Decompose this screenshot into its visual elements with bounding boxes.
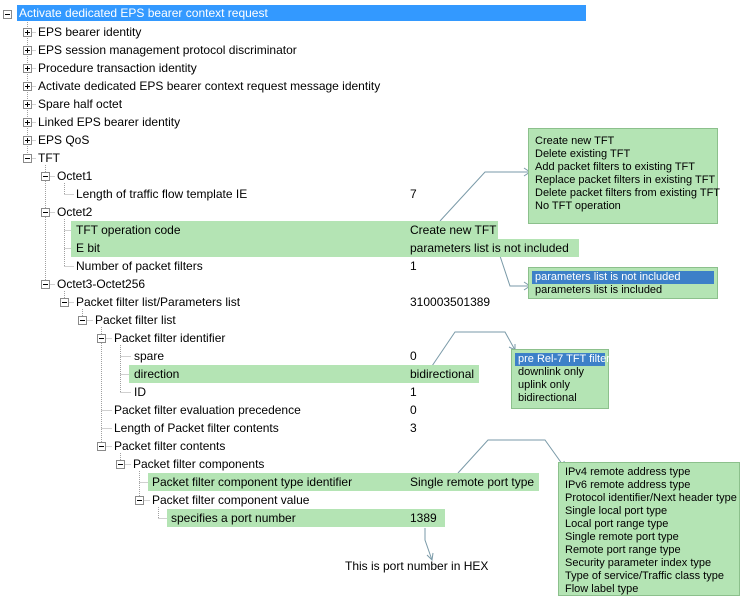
value-spare: 0 (410, 349, 417, 363)
ebit-option: parameters list is included (535, 284, 663, 296)
callout-component-type-options: IPv4 remote address type IPv6 remote add… (558, 462, 740, 596)
comp-type-option: Type of service/Traffic class type (565, 570, 724, 582)
value-e-bit: parameters list is not included (410, 241, 569, 255)
collapse-icon-packet-filter-contents[interactable] (97, 442, 106, 451)
collapse-icon-octet2[interactable] (41, 208, 50, 217)
tree-item-evaluation-precedence[interactable]: Packet filter evaluation precedence (114, 403, 301, 417)
value-evaluation-precedence: 0 (410, 403, 417, 417)
comp-type-option: Security parameter index type (565, 557, 712, 569)
comp-type-option: Single remote port type (565, 531, 679, 543)
direction-option: bidirectional (518, 392, 577, 404)
tree-item-tft-operation-code[interactable]: TFT operation code (76, 223, 181, 237)
tree-item-port-number[interactable]: specifies a port number (171, 511, 296, 525)
ebit-option-selected: parameters list is not included (532, 271, 714, 284)
tree-item-eps-bearer-identity[interactable]: EPS bearer identity (38, 25, 142, 39)
collapse-icon-packet-filter-list[interactable] (78, 316, 87, 325)
expand-icon-eps-qos[interactable] (23, 136, 32, 145)
tree-item-packet-filter-identifier[interactable]: Packet filter identifier (114, 331, 226, 345)
tree-item-tft[interactable]: TFT (38, 151, 60, 165)
direction-option: uplink only (518, 379, 570, 391)
direction-option-selected: pre Rel-7 TFT filter (515, 353, 610, 366)
direction-highlight (129, 365, 479, 383)
tree-item-direction[interactable]: direction (134, 367, 180, 381)
collapse-icon-packet-filter-identifier[interactable] (97, 334, 106, 343)
tree-item-message-identity[interactable]: Activate dedicated EPS bearer context re… (38, 79, 381, 93)
tree-root[interactable]: Activate dedicated EPS bearer context re… (17, 5, 586, 21)
comp-type-option: Flow label type (565, 583, 639, 595)
callout-direction-options: pre Rel-7 TFT filter downlink only uplin… (511, 349, 610, 409)
tree-item-packet-filter-contents[interactable]: Packet filter contents (114, 439, 226, 453)
collapse-icon-packet-filter-list-params[interactable] (60, 298, 69, 307)
value-number-packet-filters: 1 (410, 259, 417, 273)
port-highlight (167, 509, 445, 527)
tree-item-octet3[interactable]: Octet3-Octet256 (57, 277, 146, 291)
port-hex-note: This is port number in HEX (345, 559, 489, 573)
tree-item-length-contents[interactable]: Length of Packet filter contents (114, 421, 279, 435)
tree-item-id[interactable]: ID (134, 385, 146, 399)
tree-item-number-packet-filters[interactable]: Number of packet filters (76, 259, 203, 273)
expand-icon-eps-bearer-identity[interactable] (23, 28, 32, 37)
tree-item-spare-half-octet[interactable]: Spare half octet (38, 97, 123, 111)
tree-item-spare[interactable]: spare (134, 349, 165, 363)
tree-item-e-bit[interactable]: E bit (76, 241, 101, 255)
ebit-highlight (71, 239, 579, 257)
value-packet-filter-list-params: 310003501389 (410, 295, 491, 309)
value-length-contents: 3 (410, 421, 417, 435)
tree-item-packet-filter-list[interactable]: Packet filter list (95, 313, 176, 327)
expand-icon-spare-half-octet[interactable] (23, 100, 32, 109)
collapse-icon-packet-filter-components[interactable] (116, 460, 125, 469)
tft-option: Add packet filters to existing TFT (535, 161, 695, 173)
tft-option: Replace packet filters in existing TFT (535, 174, 716, 186)
expand-icon-message-identity[interactable] (23, 82, 32, 91)
comp-type-highlight (148, 473, 539, 491)
tree-item-packet-filter-list-params[interactable]: Packet filter list/Parameters list (76, 295, 241, 309)
tree-item-procedure-transaction[interactable]: Procedure transaction identity (38, 61, 197, 75)
tft-option: Delete existing TFT (535, 148, 631, 160)
value-id: 1 (410, 385, 417, 399)
tree-item-component-type-identifier[interactable]: Packet filter component type identifier (152, 475, 353, 489)
callout-ebit-options: parameters list is not included paramete… (528, 267, 718, 299)
tree-item-eps-qos[interactable]: EPS QoS (38, 133, 90, 147)
value-length-tft-ie: 7 (410, 187, 417, 201)
comp-type-option: IPv4 remote address type (565, 466, 691, 478)
tree-item-linked-eps-bearer[interactable]: Linked EPS bearer identity (38, 115, 181, 129)
value-port-number: 1389 (410, 511, 437, 525)
collapse-icon-root[interactable] (3, 10, 12, 19)
tree-item-octet1[interactable]: Octet1 (57, 169, 93, 183)
collapse-icon-component-value[interactable] (135, 496, 144, 505)
comp-type-option: Remote port range type (565, 544, 681, 556)
value-component-type-identifier: Single remote port type (410, 475, 535, 489)
tree-root-label: Activate dedicated EPS bearer context re… (19, 6, 268, 20)
value-tft-operation-code: Create new TFT (410, 223, 497, 237)
tree-item-length-tft-ie[interactable]: Length of traffic flow template IE (76, 187, 248, 201)
direction-option: downlink only (518, 366, 585, 378)
tree-item-component-value[interactable]: Packet filter component value (152, 493, 310, 507)
tft-option: No TFT operation (535, 200, 621, 212)
expand-icon-linked-eps-bearer[interactable] (23, 118, 32, 127)
tree-item-packet-filter-components[interactable]: Packet filter components (133, 457, 265, 471)
tft-op-highlight (71, 221, 498, 239)
tree-item-octet2[interactable]: Octet2 (57, 205, 93, 219)
callout-tft-operation-options: Create new TFT Delete existing TFT Add p… (528, 128, 721, 224)
collapse-icon-octet3[interactable] (41, 280, 50, 289)
tft-option: Create new TFT (535, 135, 615, 147)
collapse-icon-tft[interactable] (23, 154, 32, 163)
comp-type-option: IPv6 remote address type (565, 479, 691, 491)
comp-type-option: Protocol identifier/Next header type (565, 492, 737, 504)
comp-type-option: Local port range type (565, 518, 669, 530)
expand-icon-procedure-transaction[interactable] (23, 64, 32, 73)
comp-type-option: Single local port type (565, 505, 668, 517)
collapse-icon-octet1[interactable] (41, 172, 50, 181)
expand-icon-protocol-discriminator[interactable] (23, 46, 32, 55)
value-direction: bidirectional (410, 367, 475, 381)
tree-item-protocol-discriminator[interactable]: EPS session management protocol discrimi… (38, 43, 297, 57)
tft-option: Delete packet filters from existing TFT (535, 187, 721, 199)
